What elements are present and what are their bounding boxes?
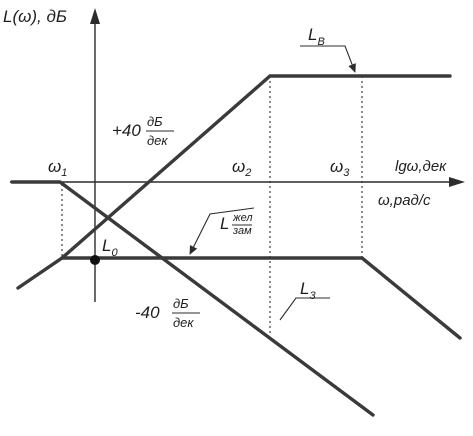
svg-text:зам: зам — [232, 225, 252, 237]
x-axis-label-top: lgω,дек — [395, 158, 447, 175]
LB-leader — [300, 45, 356, 73]
svg-text:+40: +40 — [112, 121, 141, 140]
L0-point — [90, 255, 100, 265]
L0-label: L0 — [102, 236, 118, 259]
y-axis-label: L(ω), дБ — [3, 7, 67, 26]
vertical-axis-arrow — [90, 8, 100, 24]
svg-text:дБ: дБ — [147, 114, 163, 129]
slope-minus-label: -40 дБ дек — [135, 296, 200, 330]
svg-text:-40: -40 — [135, 303, 160, 322]
w2-label: ω2 — [232, 157, 251, 179]
L3-leader — [279, 297, 330, 321]
w1-label: ω1 — [48, 157, 67, 179]
curve-LB — [16, 74, 452, 290]
x-axis-label-bottom: ω,рад/с — [378, 192, 431, 209]
curve-L0 — [10, 180, 375, 417]
L3-label: L3 — [300, 279, 316, 302]
Ldesired-label: L жел зам — [220, 212, 253, 237]
horizontal-axis-arrow — [449, 177, 465, 187]
svg-text:дек: дек — [147, 133, 168, 148]
svg-text:дек: дек — [173, 315, 194, 330]
Ldesired-leader — [189, 207, 255, 255]
LB-label: LВ — [308, 25, 325, 48]
curve-L3 — [60, 256, 462, 340]
svg-text:L: L — [220, 214, 229, 233]
svg-text:дБ: дБ — [173, 296, 189, 311]
svg-text:жел: жел — [232, 212, 253, 224]
slope-plus-label: +40 дБ дек — [112, 114, 174, 148]
w3-label: ω3 — [330, 157, 350, 179]
